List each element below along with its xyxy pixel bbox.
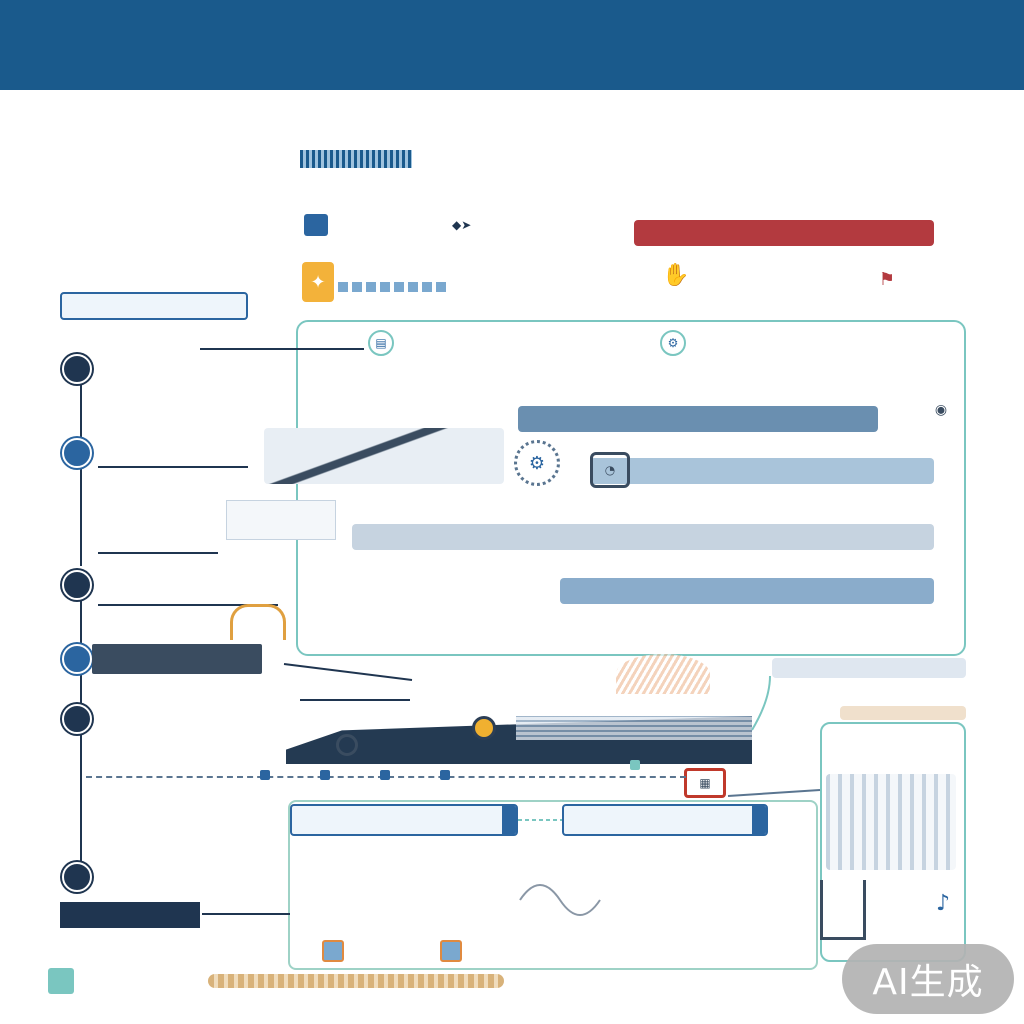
flow-bar-6: [840, 706, 966, 720]
box-illustration: [226, 500, 336, 540]
lightbulb-icon: ✦: [302, 262, 334, 302]
connector-a: [283, 663, 413, 681]
callout-1: [290, 804, 518, 836]
machine-illustration: [264, 428, 504, 484]
tool-icon: ⚙: [660, 330, 686, 356]
calendar-icon: ▦: [684, 768, 726, 798]
gear-icon: ⚙: [514, 440, 560, 486]
step-2b-connector: [98, 552, 218, 554]
step-3-connector: [98, 604, 278, 606]
document-icon: ▤: [368, 330, 394, 356]
chart-icon: [440, 940, 462, 962]
dot-marker: [630, 760, 640, 770]
subtitle-stripe: [300, 150, 412, 168]
flow-bar-1: [518, 406, 878, 432]
dot-marker: [320, 770, 330, 780]
step-4-band: [92, 644, 262, 674]
process-frame: [296, 320, 966, 656]
step-node-6: [62, 862, 92, 892]
dot-marker: [260, 770, 270, 780]
arrow-right-icon: ◆➤: [452, 218, 472, 232]
grid-icon: [48, 968, 74, 994]
building-icon: [826, 774, 956, 870]
timeline-line-lower: [80, 600, 82, 880]
connector-c: [751, 675, 771, 731]
section-tag: [60, 292, 248, 320]
step-node-1: [62, 354, 92, 384]
book-icon: ◉: [934, 402, 948, 418]
step-node-3: [62, 570, 92, 600]
header-banner: [0, 0, 1024, 90]
flow-bar-4: [560, 578, 934, 604]
step-2-connector: [98, 466, 248, 468]
monitor-icon: ◔: [590, 452, 630, 488]
subtitle: [294, 146, 412, 170]
dot-marker: [380, 770, 390, 780]
callout-2: [562, 804, 768, 836]
pin-icon: ⚑: [878, 268, 896, 290]
red-pill: [634, 220, 934, 246]
dot-marker: [440, 770, 450, 780]
hand-icon: ✋: [662, 262, 690, 288]
flow-bar-5: [772, 658, 966, 678]
ai-generated-badge: AI生成: [842, 944, 1014, 1014]
step-node-4: [62, 644, 92, 674]
factory-icon: [820, 880, 866, 940]
connector-d: [727, 789, 821, 797]
chart-icon: [322, 940, 344, 962]
ramp-stripes: [516, 716, 752, 740]
pipe-illustration: [230, 604, 286, 640]
flow-bar-2: [590, 458, 934, 484]
bottom-shelf: [208, 974, 504, 988]
lock-icon: [336, 734, 358, 756]
fan-illustration: [616, 654, 710, 694]
step-node-2: [62, 438, 92, 468]
summary-frame: [288, 800, 818, 970]
chart-bar-icon: [338, 282, 448, 292]
step-node-5: [62, 704, 92, 734]
lamp-icon: ♪: [935, 890, 951, 916]
coin-icon: [472, 716, 496, 740]
blue-pill: [304, 214, 328, 236]
timeline-line: [80, 370, 82, 566]
flow-bar-3: [352, 524, 934, 550]
step-1-connector: [200, 348, 364, 350]
bottom-label: [60, 902, 200, 928]
